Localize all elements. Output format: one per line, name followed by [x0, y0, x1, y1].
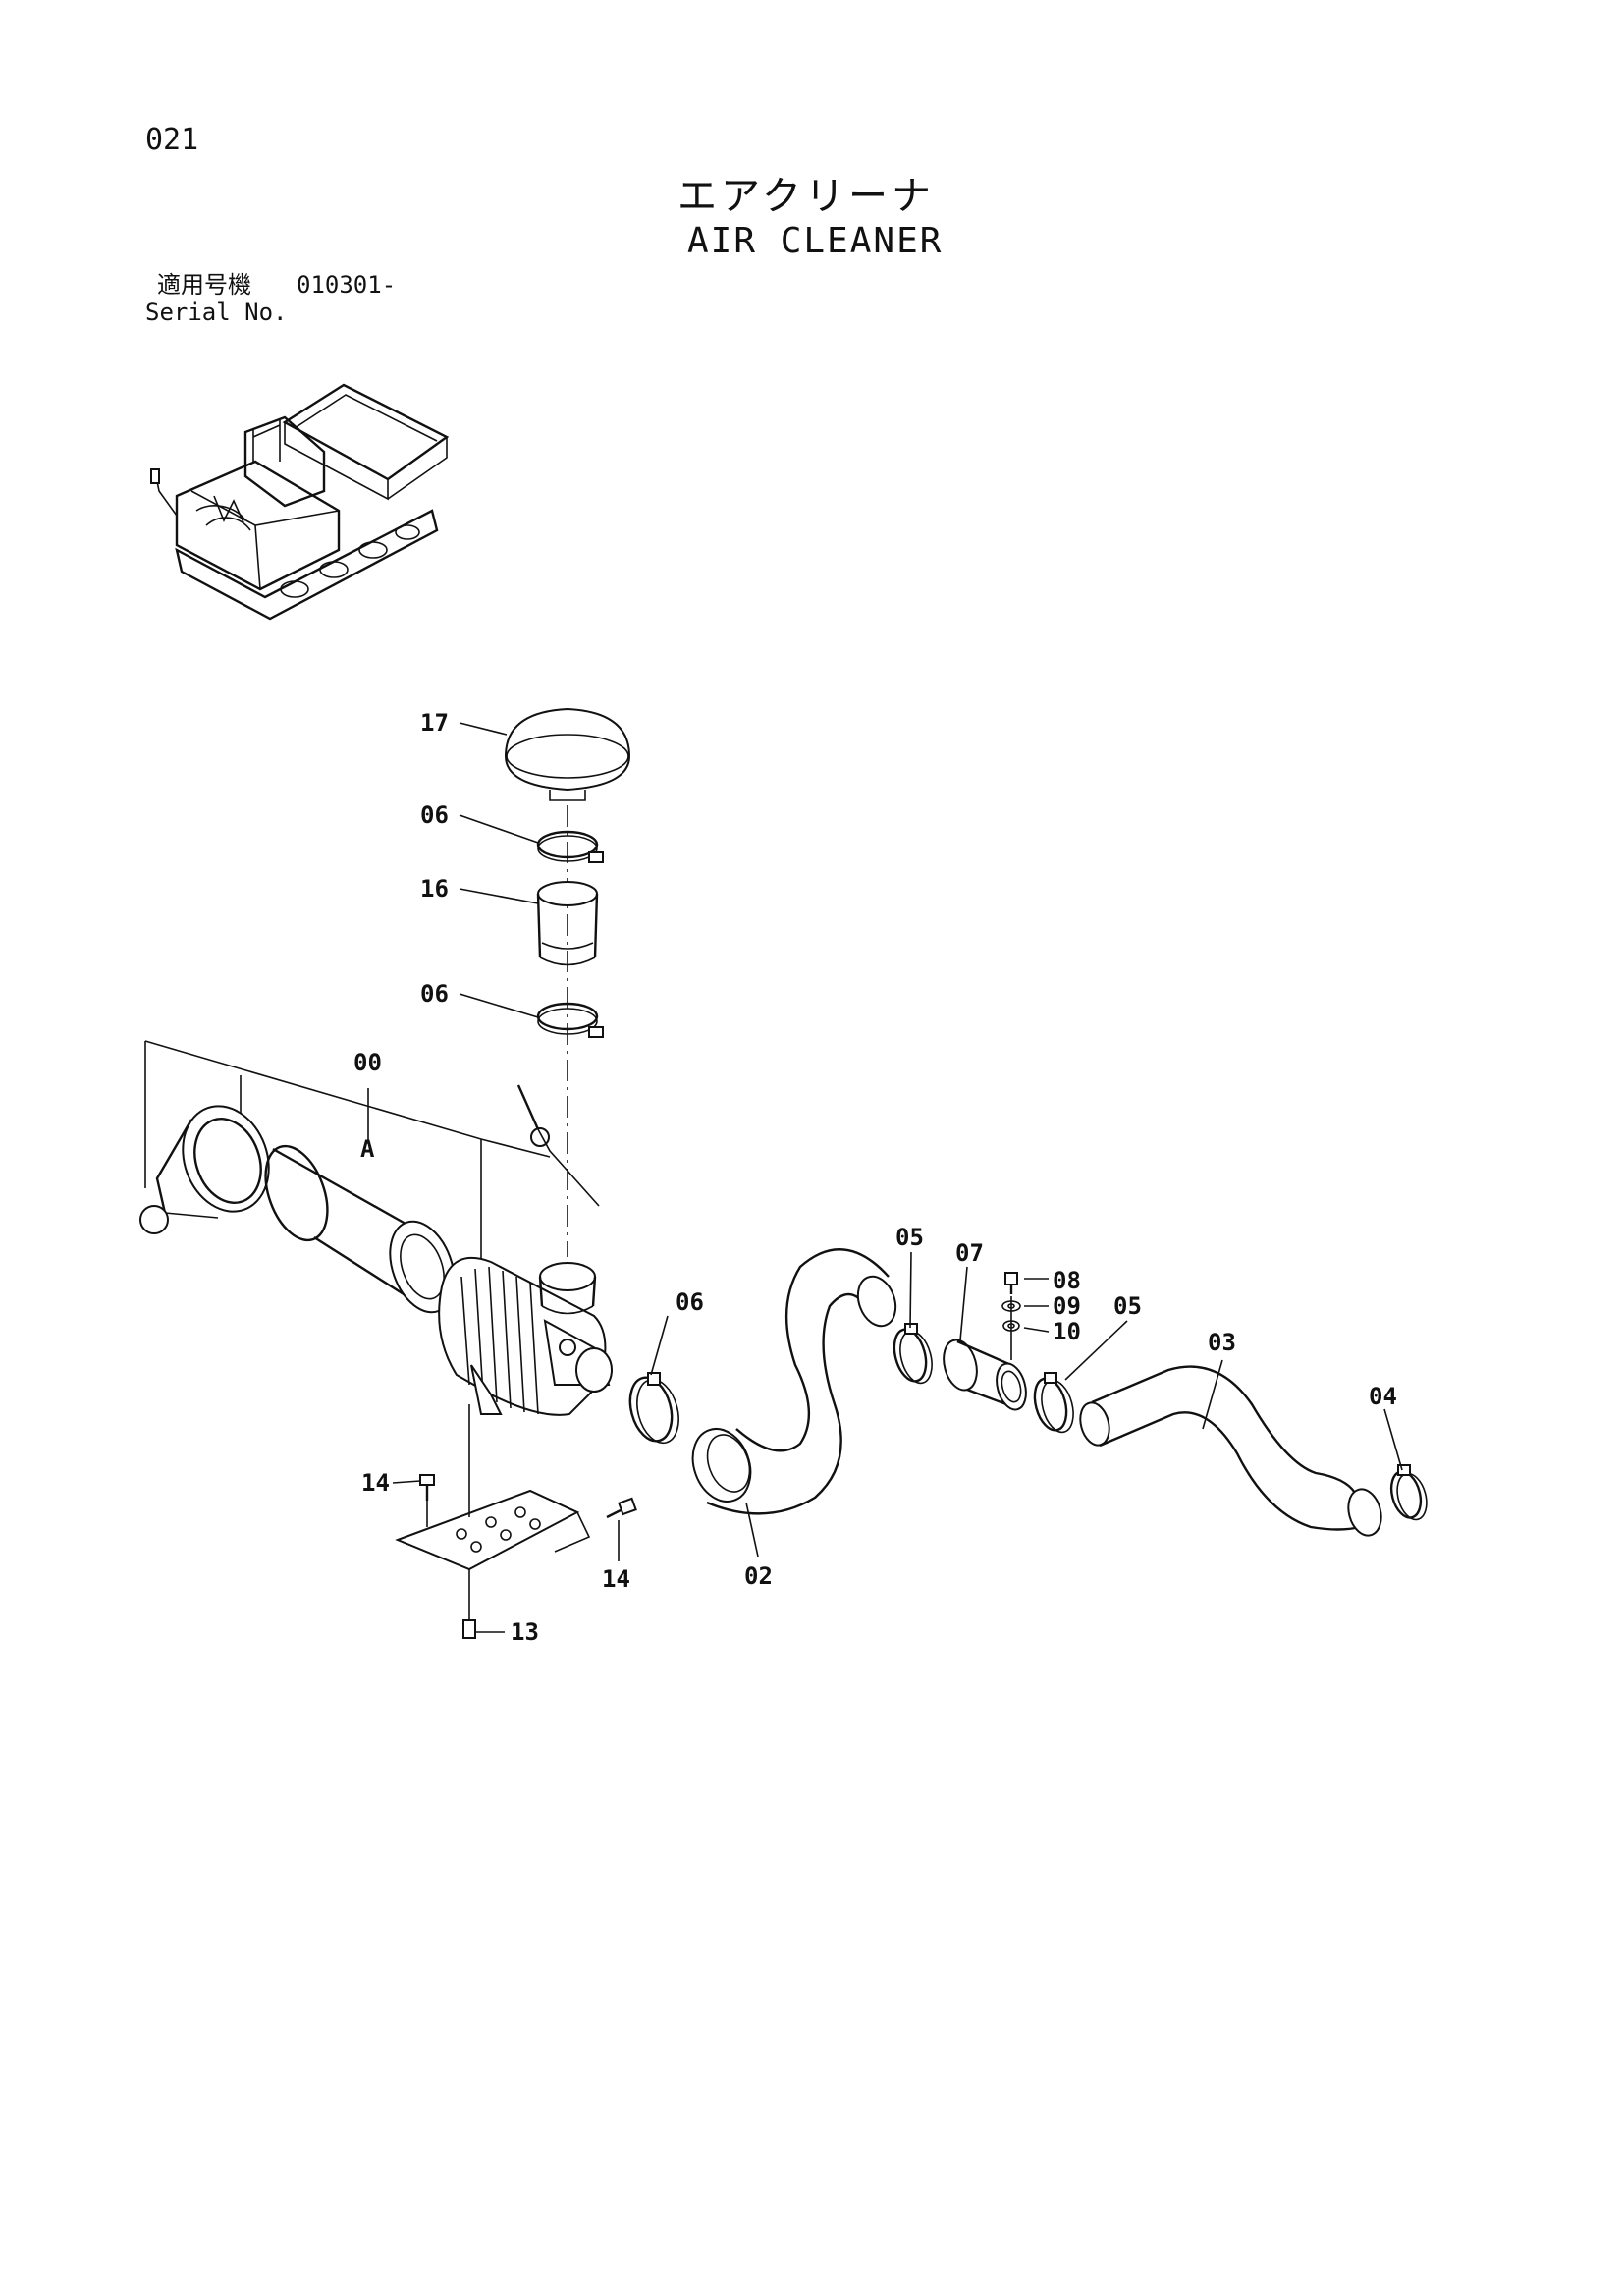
- exploded-view-frame: [144, 1040, 551, 1267]
- part-14-bolt-left-icon: [419, 1474, 435, 1527]
- callout-05-right: 05: [1113, 1292, 1142, 1320]
- part-16-hose-icon: [536, 881, 599, 966]
- part-06-clamp-upper-icon: [536, 830, 604, 863]
- part-04-clamp-icon: [1389, 1464, 1428, 1521]
- serial-label-english: Serial No.: [145, 299, 288, 326]
- page-number: 021: [145, 123, 199, 157]
- part-06-clamp-lower-icon: [628, 1372, 679, 1445]
- callout-13: 13: [511, 1618, 539, 1646]
- callout-07: 07: [955, 1239, 984, 1267]
- callout-14-right: 14: [602, 1565, 630, 1593]
- callout-09: 09: [1053, 1292, 1081, 1320]
- part-06-clamp-middle-icon: [536, 1002, 604, 1038]
- callout-16: 16: [420, 875, 449, 902]
- safety-element-icon: [139, 1105, 270, 1234]
- callout-00: 00: [353, 1049, 382, 1076]
- part-14-bolt-right-icon: [606, 1497, 637, 1519]
- part-17-cap-icon: [504, 707, 631, 801]
- callout-05-left: 05: [895, 1224, 924, 1251]
- callout-06-upper: 06: [420, 801, 449, 829]
- callout-08: 08: [1053, 1267, 1081, 1294]
- parts-08-09-10-fasteners-icon: [1001, 1272, 1021, 1332]
- machine-thumbnail: [150, 383, 450, 621]
- callout-14-left: 14: [361, 1469, 390, 1497]
- part-07-adapter-icon: [943, 1296, 1027, 1411]
- callout-03: 03: [1208, 1329, 1236, 1356]
- callout-02: 02: [744, 1562, 773, 1590]
- serial-label-japanese: 適用号機: [157, 271, 251, 299]
- callout-a: A: [360, 1135, 375, 1163]
- serial-value: 010301-: [297, 271, 397, 299]
- part-03-hose-icon: [1079, 1365, 1382, 1537]
- callout-06-middle: 06: [420, 980, 449, 1008]
- part-05-clamp-left-icon: [893, 1323, 933, 1385]
- callout-17: 17: [420, 709, 449, 737]
- title-english: AIR CLEANER: [687, 221, 944, 261]
- part-05-clamp-right-icon: [1033, 1372, 1074, 1434]
- leader-lines: [392, 722, 1403, 1633]
- callout-10: 10: [1053, 1318, 1081, 1345]
- title-japanese: エアクリーナ: [677, 174, 935, 219]
- air-cleaner-body-icon: [438, 1084, 613, 1416]
- callout-06-lower: 06: [676, 1288, 704, 1316]
- mounting-bracket-icon: [395, 1404, 591, 1639]
- part-02-elbow-hose-icon: [691, 1248, 897, 1515]
- callout-04: 04: [1369, 1383, 1397, 1410]
- main-filter-element-icon: [264, 1144, 456, 1314]
